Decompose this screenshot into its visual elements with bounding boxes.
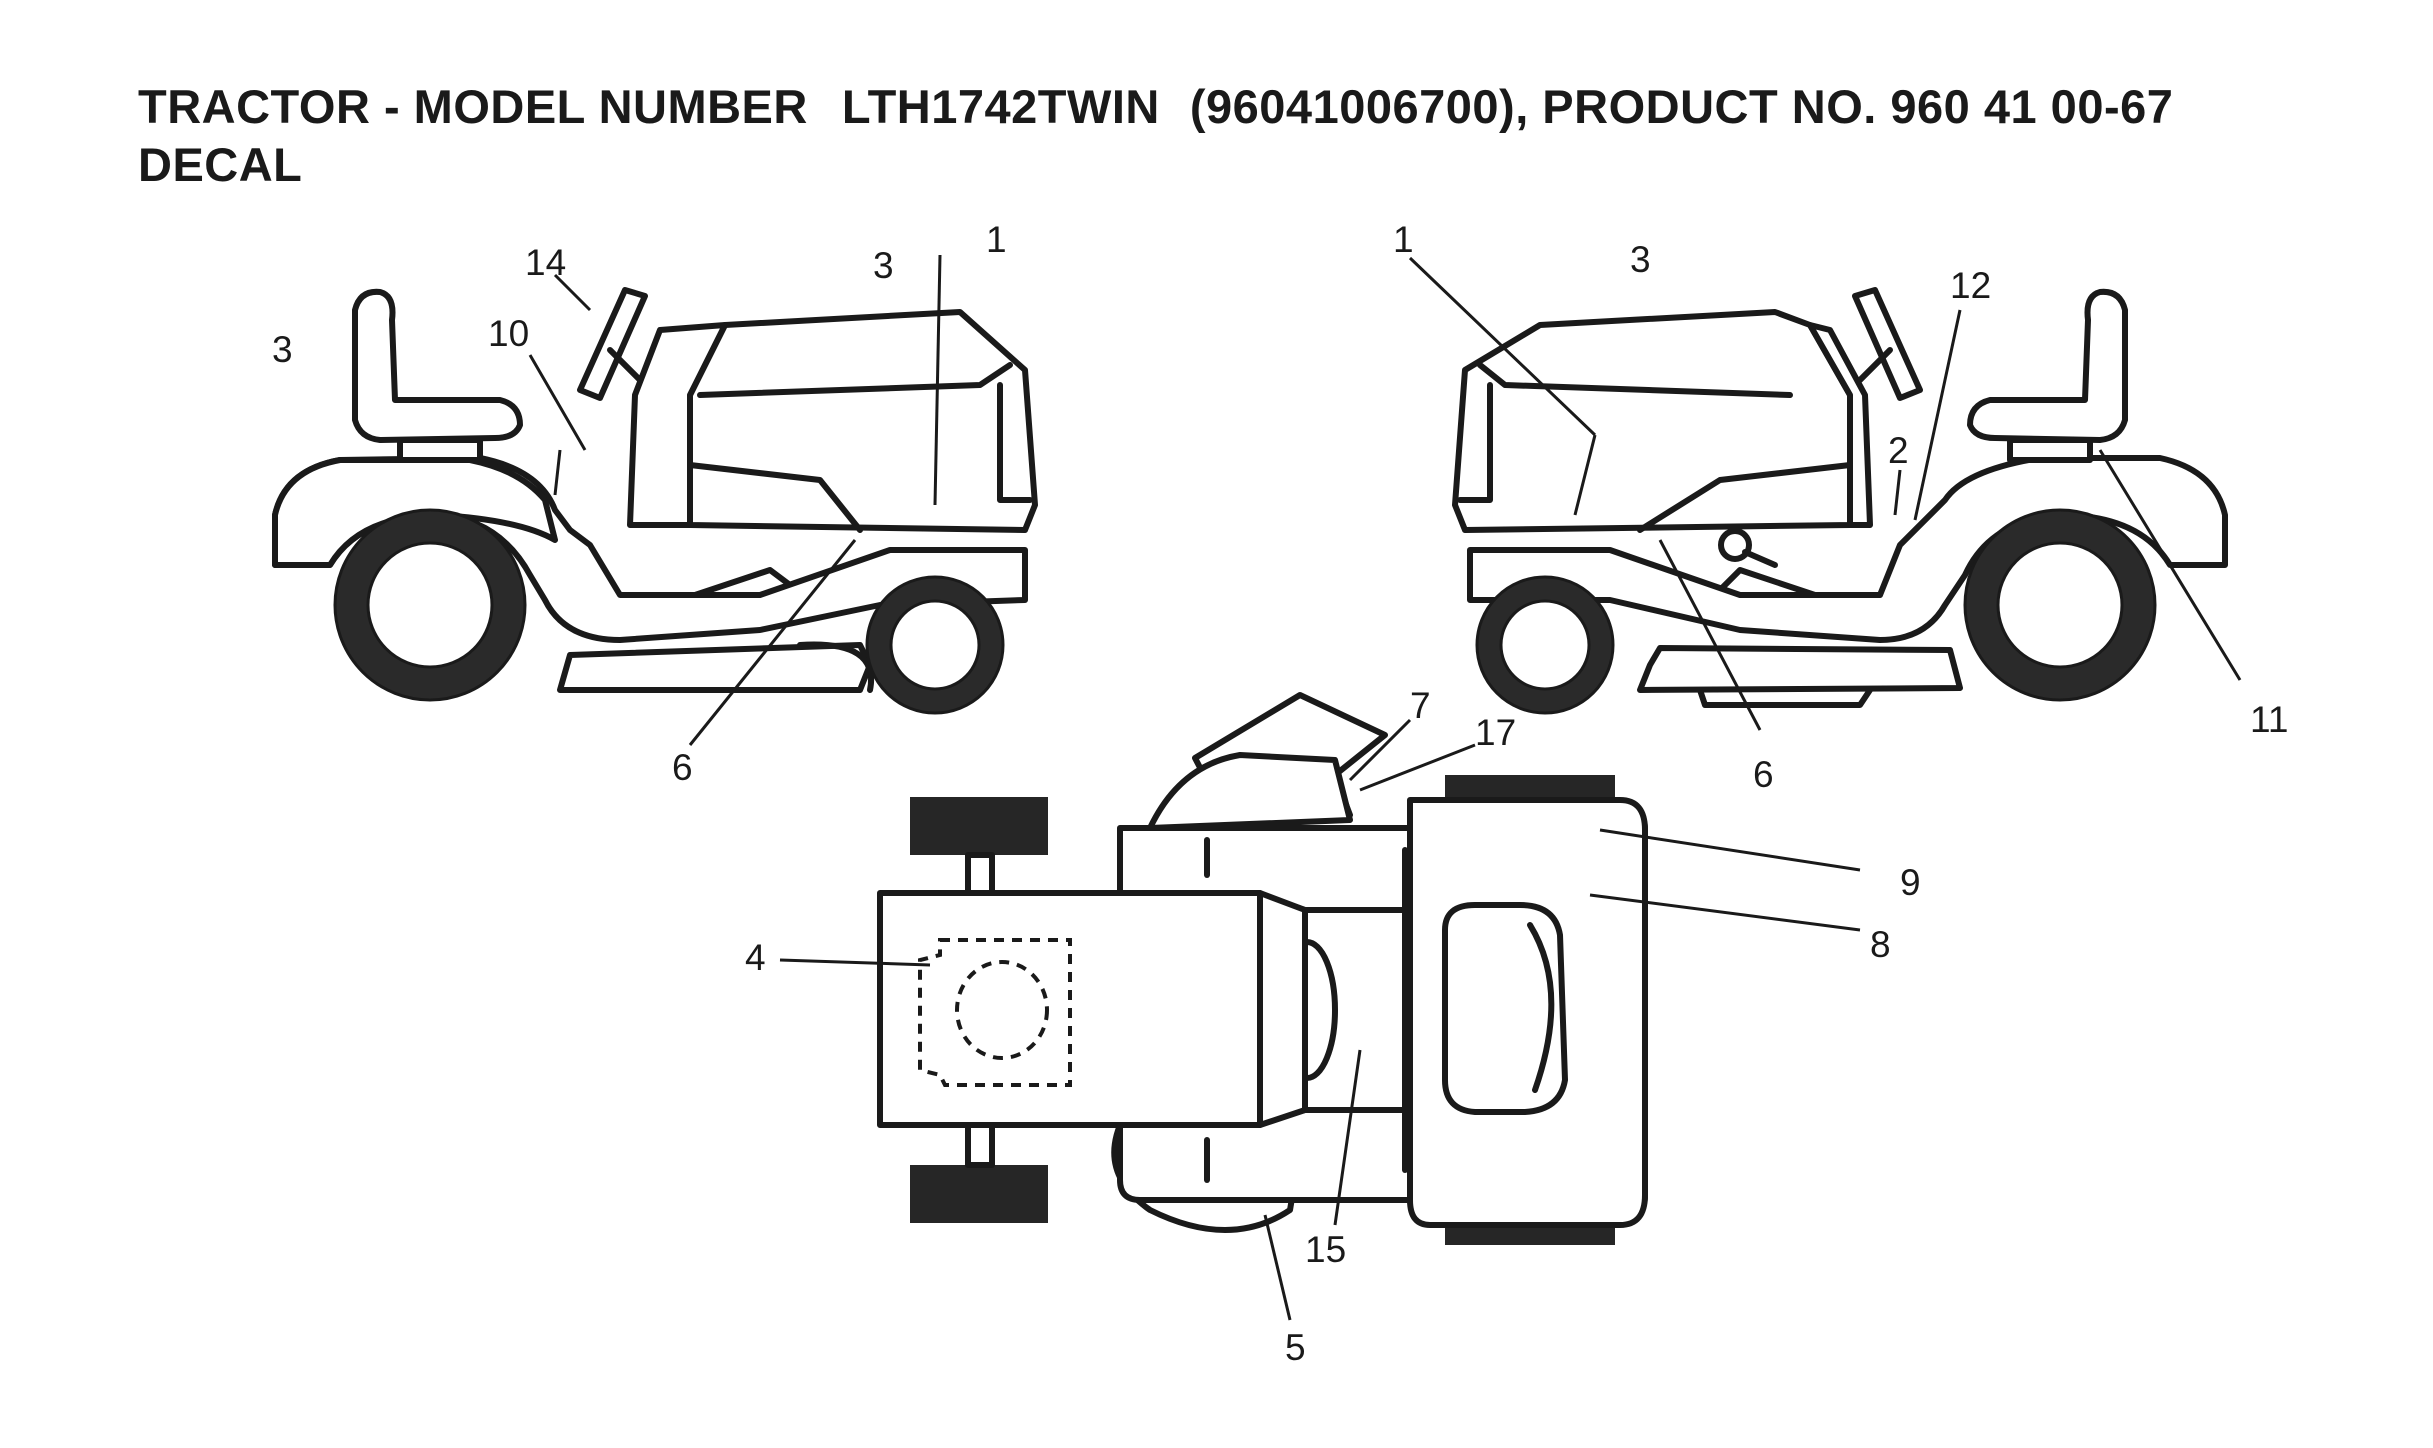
- right-rear-hub: [1996, 541, 2124, 669]
- right-front-hub: [1499, 599, 1591, 691]
- top-rear-tire-lower: [1445, 1223, 1615, 1245]
- callout-left-3-fender: 3: [272, 329, 293, 370]
- callout-right-2: 2: [1888, 430, 1909, 471]
- callout-top-7: 7: [1410, 685, 1431, 726]
- callout-top-17: 17: [1475, 712, 1516, 753]
- callout-right-6: 6: [1753, 754, 1774, 795]
- callout-left-6: 6: [672, 747, 693, 788]
- left-steering-wheel: [577, 287, 648, 401]
- right-steering-wheel: [1852, 287, 1923, 401]
- tractor-left-view: 3 14 10 3 1 6: [272, 219, 1038, 788]
- title-text-model: TRACTOR - MODEL NUMBER: [138, 80, 808, 133]
- callout-top-15: 15: [1305, 1229, 1346, 1270]
- callout-right-11: 11: [2250, 699, 2288, 740]
- left-front-hub: [889, 599, 981, 691]
- callout-left-1: 1: [986, 219, 1007, 260]
- left-hood: [687, 309, 1038, 533]
- right-seat-back: [1967, 288, 2128, 443]
- callout-right-1: 1: [1393, 219, 1414, 260]
- left-dash: [627, 322, 728, 528]
- top-hood: [877, 890, 1308, 1128]
- callout-left-3-hood: 3: [873, 245, 894, 286]
- top-front-tire-lower: [910, 1165, 1048, 1223]
- top-front-tire-upper: [910, 797, 1048, 855]
- diagram-title: TRACTOR - MODEL NUMBER LTH1742TWIN (960410…: [138, 78, 2358, 194]
- tractor-top-view: 7 17 9 8 4 15 5: [745, 685, 1921, 1368]
- callout-right-12: 12: [1950, 265, 1991, 306]
- title-line-2: DECAL: [138, 138, 303, 191]
- callout-top-9: 9: [1900, 862, 1921, 903]
- left-mower-deck: [557, 642, 873, 693]
- title-model-number: LTH1742TWIN: [841, 80, 1160, 133]
- top-seat: [1442, 902, 1568, 1115]
- right-chassis: [1467, 455, 2228, 643]
- right-mower-deck: [1637, 645, 1963, 693]
- callout-top-5: 5: [1285, 1327, 1306, 1368]
- callout-right-3: 3: [1630, 239, 1651, 280]
- callout-left-14: 14: [525, 242, 566, 283]
- tractor-right-view: 1 3 12 2 11 6: [1393, 219, 2288, 795]
- left-rear-hub: [366, 541, 494, 669]
- callout-top-4: 4: [745, 937, 766, 978]
- top-rear-tire-upper: [1445, 775, 1615, 797]
- callout-top-8: 8: [1870, 924, 1891, 965]
- right-dash: [1807, 322, 1873, 528]
- left-seat-back: [352, 288, 523, 443]
- callout-left-10: 10: [488, 313, 529, 354]
- title-line-1: TRACTOR - MODEL NUMBER LTH1742TWIN (960410…: [138, 78, 2358, 136]
- right-hood: [1452, 309, 1853, 533]
- title-product-number: (96041006700), PRODUCT NO. 960 41 00-67: [1189, 80, 2174, 133]
